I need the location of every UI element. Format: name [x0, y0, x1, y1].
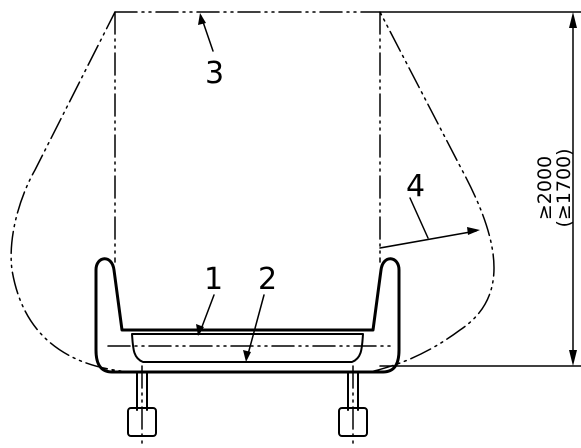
leader-2-arrow	[243, 350, 251, 362]
foot-right	[338, 407, 368, 437]
dimension-text-alt: (≥1700)	[553, 148, 575, 227]
dimension-text-main: ≥2000	[534, 156, 556, 220]
leader-1	[199, 294, 215, 333]
dim-arrow-top	[569, 12, 577, 28]
leader-4-tail	[409, 197, 429, 239]
label-3: 3	[205, 56, 224, 91]
leader-3-arrow	[198, 13, 206, 25]
label-1: 1	[204, 262, 223, 297]
dim-arrow-bottom	[569, 350, 577, 366]
chair-shell-outer	[94, 257, 401, 374]
leader-2	[246, 294, 265, 359]
leader-1-arrow	[196, 324, 204, 336]
label-4: 4	[406, 169, 425, 204]
foot-left	[127, 407, 157, 437]
leader-4-arrow	[467, 227, 480, 235]
seat-cushion	[131, 333, 364, 363]
envelope-outline	[10, 11, 495, 373]
leader-4	[379, 230, 477, 249]
label-2: 2	[258, 262, 277, 297]
